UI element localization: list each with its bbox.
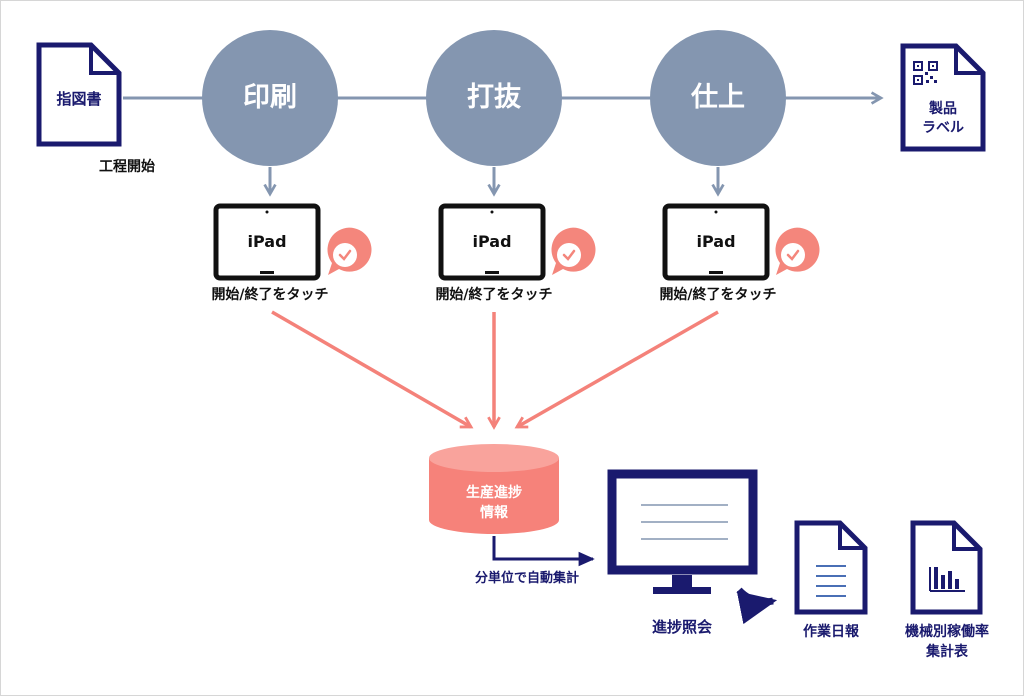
end-document-label-line1: 製品: [929, 101, 957, 117]
process-label-print: 印刷: [243, 82, 297, 113]
database-label-line1: 生産進捗: [466, 485, 522, 501]
clock-badge-icon: [551, 227, 596, 275]
report-label-utilization-line1: 機械別稼働率: [905, 624, 989, 640]
start-document-label: 指図書: [56, 90, 102, 108]
process-start-caption: 工程開始: [99, 159, 155, 175]
process-label-finish: 仕上: [691, 82, 745, 113]
monitor-icon: [607, 469, 758, 594]
report-document-icon: [794, 520, 868, 615]
monitor-label: 進捗照会: [651, 618, 713, 636]
process-circle-finish: [650, 30, 786, 166]
tablet-icon: [213, 203, 321, 281]
device-label: iPad: [247, 232, 287, 251]
clock-badge-icon: [327, 227, 372, 275]
tablet-icon: [438, 203, 546, 281]
report-label-daily: 作業日報: [803, 624, 859, 640]
report-label-utilization-line2: 集計表: [926, 644, 968, 660]
aggregation-label: 分単位で自動集計: [475, 571, 580, 586]
aggregate-connector: [492, 536, 595, 567]
touch-action-label: 開始/終了をタッチ: [659, 287, 777, 303]
tablet-icon: [662, 203, 770, 281]
report-arrow: [736, 587, 778, 625]
label-document-icon: [900, 43, 986, 152]
database-icon: [429, 444, 559, 534]
document-icon: [36, 42, 122, 147]
qr-code-icon: [913, 61, 938, 85]
database-label-line2: 情報: [480, 505, 508, 521]
converge-arrow: [514, 310, 719, 429]
touch-action-label: 開始/終了をタッチ: [211, 287, 329, 303]
end-document-label-line2: ラベル: [922, 120, 964, 136]
process-label-punch: 打抜: [467, 82, 521, 113]
process-circle-print: [202, 30, 338, 166]
device-label: iPad: [472, 232, 512, 251]
clock-badge-icon: [775, 227, 820, 275]
process-circle-punch: [426, 30, 562, 166]
chart-document-icon: [910, 520, 983, 615]
touch-action-label: 開始/終了をタッチ: [435, 287, 553, 303]
device-label: iPad: [696, 232, 736, 251]
converge-arrow: [271, 310, 474, 429]
